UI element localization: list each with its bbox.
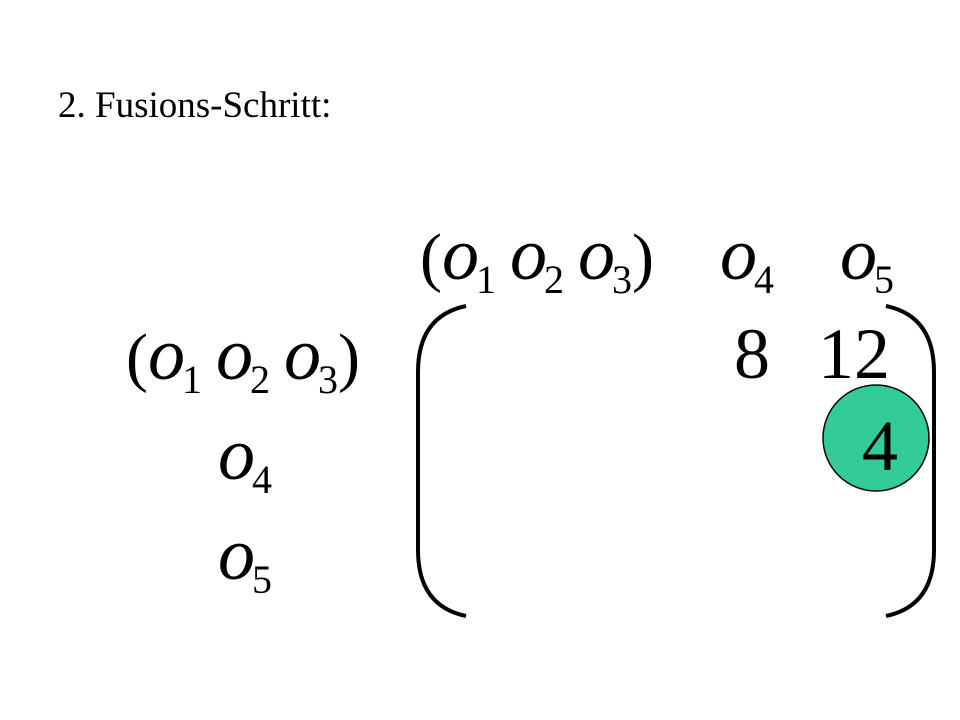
close-paren: ) [631, 221, 654, 294]
row-var-o3: o [283, 314, 321, 396]
row-sub-3: 3 [317, 357, 338, 402]
row-sub-1: 1 [181, 357, 202, 402]
column-var-o1: o [441, 214, 479, 296]
column-sub-2: 2 [543, 257, 564, 302]
row-header-o4: o4 [218, 414, 272, 502]
matrix-cell-8: 8 [734, 314, 770, 394]
column-sub-1: 1 [475, 257, 496, 302]
close-paren: ) [337, 321, 360, 394]
row-var-o2: o [215, 314, 253, 396]
row-sub-2: 2 [249, 357, 270, 402]
column-header-o5: o5 [840, 214, 894, 302]
column-sub-3: 3 [611, 257, 632, 302]
matrix-cell-12: 12 [818, 314, 890, 394]
open-paren: ( [420, 221, 442, 294]
row-header-o5: o5 [218, 514, 272, 602]
left-bracket [416, 304, 467, 618]
row-var-o1: o [147, 314, 185, 396]
right-bracket [885, 304, 936, 618]
column-header-o4: o4 [720, 214, 774, 302]
column-var-o3: o [577, 214, 615, 296]
matrix-cell-4-highlighted: 4 [862, 406, 898, 486]
column-var-o2: o [509, 214, 547, 296]
highlight-circle [822, 384, 930, 492]
page-title: 2. Fusions-Schritt: [58, 85, 332, 126]
open-paren: ( [126, 321, 148, 394]
